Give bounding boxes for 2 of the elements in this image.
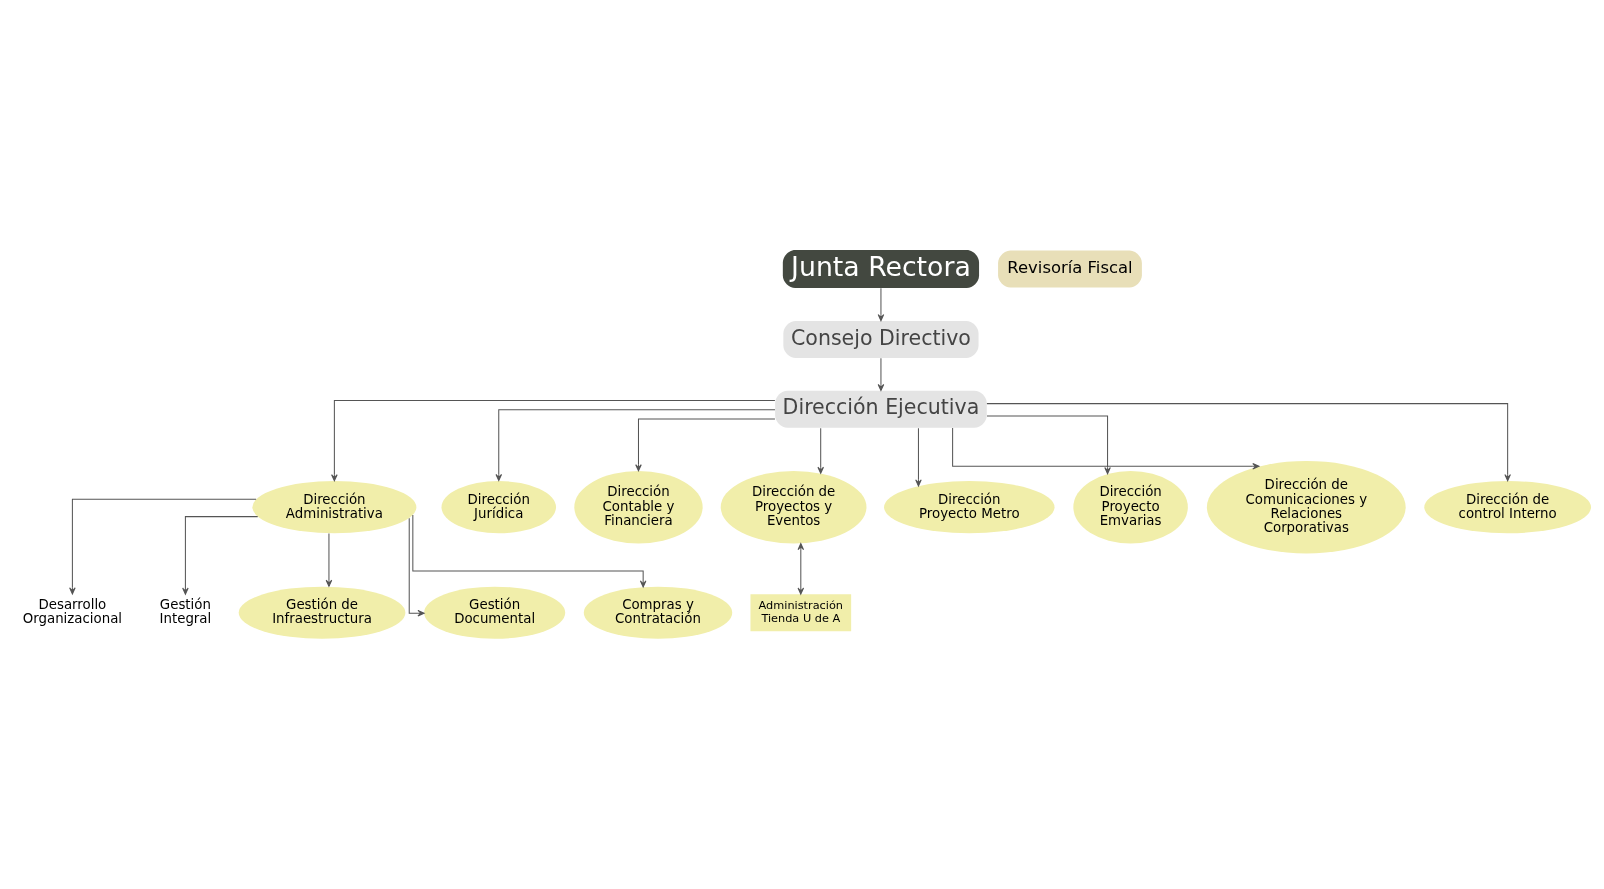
node-text: Desarrollo Organizacional — [22, 597, 123, 627]
node-text: Gestión Integral — [159, 597, 212, 627]
